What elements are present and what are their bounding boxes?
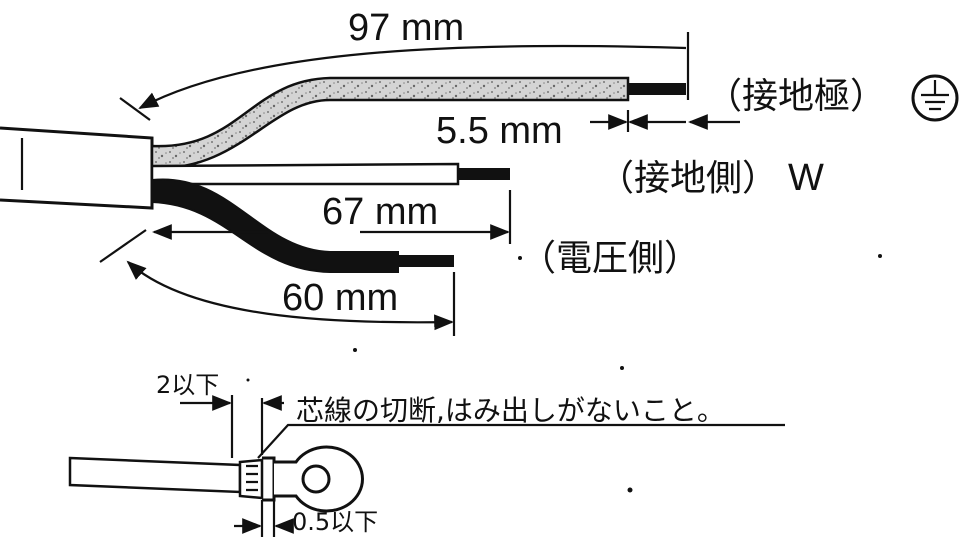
ground-pole-label: （接地極） <box>706 76 886 117</box>
neutral-letter-label: W <box>788 157 824 199</box>
dimension-60-label: 60 mm <box>282 277 398 319</box>
dimension-97: 97 mm <box>119 7 690 121</box>
dimension-67-label: 67 mm <box>322 191 438 233</box>
ground-wire <box>150 76 686 170</box>
dimension-5-5: 5.5 mm <box>436 110 740 152</box>
dimension-60: 60 mm <box>99 229 456 336</box>
protrusion-limit-label: 0.5以下 <box>292 508 378 536</box>
neutral-wire <box>150 162 510 186</box>
dimension-5-5-label: 5.5 mm <box>436 110 563 152</box>
dimension-67: 67 mm <box>152 190 512 244</box>
note-label: 芯線の切断,はみ出しがないこと。 <box>296 394 725 427</box>
live-side-label: （電圧側） <box>520 238 700 279</box>
ground-wire-core <box>628 83 686 95</box>
neutral-side-label: （接地側） <box>598 158 778 199</box>
live-wire-core <box>398 255 454 267</box>
ground-symbol-icon <box>911 74 959 122</box>
terminal-detail: 2以下 芯線の切断,はみ出しがないこと。 0.5以下 <box>68 371 785 537</box>
scan-speckles <box>246 254 882 493</box>
neutral-wire-core <box>458 168 510 180</box>
ring-terminal-icon <box>274 445 364 513</box>
gap-limit-label: 2以下 <box>156 371 219 399</box>
cable-outer-jacket <box>0 126 154 210</box>
dimension-97-label: 97 mm <box>348 7 464 49</box>
